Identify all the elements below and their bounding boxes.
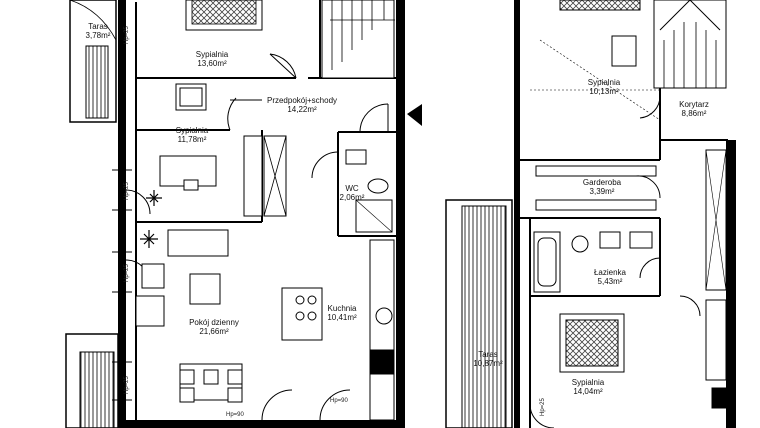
- dim-hp25-living: Hp=25: [124, 264, 130, 282]
- interior-walls-left: [135, 0, 396, 420]
- stairs-right: [653, 0, 727, 89]
- terrace-top: [69, 0, 117, 123]
- dim-hp25-bedroom: Hp=25: [124, 182, 130, 200]
- corridor-column: [705, 149, 729, 409]
- exterior-walls-right: [514, 0, 736, 428]
- kitchen-fixtures: [281, 239, 395, 421]
- bed-right-top: [530, 0, 661, 121]
- wc-fixtures: [345, 149, 393, 233]
- dim-hp90-right: Hp=90: [330, 398, 348, 404]
- terrace-bottom-right: [445, 199, 513, 428]
- exterior-walls-left: [118, 0, 405, 428]
- doors-left: [125, 53, 389, 421]
- dim-hp25-bottom: Hp=25: [124, 376, 130, 394]
- furniture-living: [135, 229, 243, 403]
- bathroom-fixtures: [533, 231, 653, 293]
- bed-top: [185, 0, 263, 31]
- terrace-bottom-left: [65, 333, 119, 428]
- stairs-left: [321, 0, 395, 79]
- dim-hp25-top: Hp=25: [124, 26, 130, 44]
- dim-hp25-right: Hp=25: [540, 398, 546, 416]
- bed-right-bottom: [559, 313, 625, 373]
- furniture-bedroom-2: [159, 83, 287, 217]
- dim-hp90-left: Hp=90: [226, 412, 244, 418]
- wardrobe-shelves: [535, 165, 657, 211]
- entrance-arrow: [407, 104, 422, 126]
- window-marks-left: [112, 169, 132, 401]
- plant-icon: [140, 190, 162, 248]
